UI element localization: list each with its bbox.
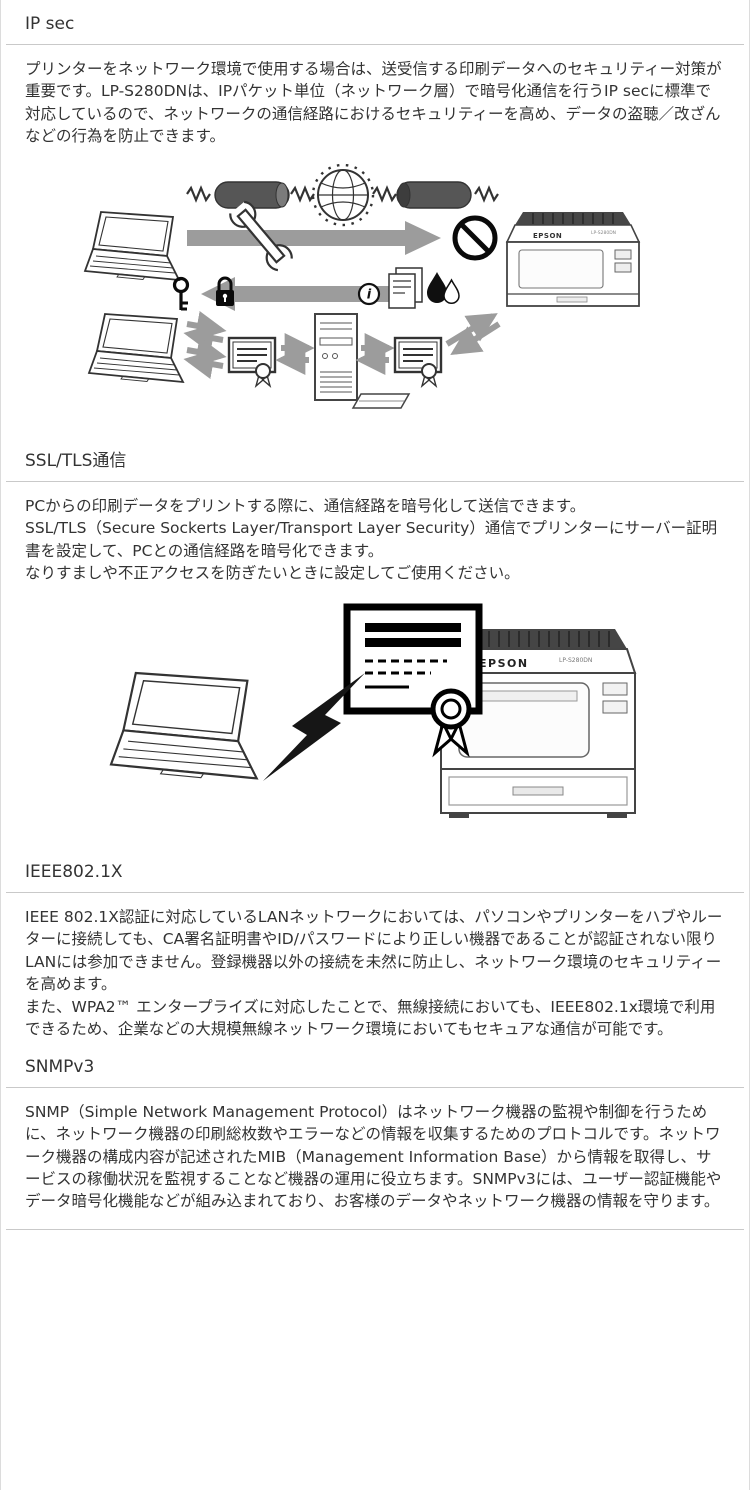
printer-brand-label: EPSON [479, 657, 529, 670]
section-body: PCからの印刷データをプリントする際に、通信経路を暗号化して送信できます。 SS… [25, 495, 725, 585]
section-heading: SSL/TLS通信 [25, 450, 127, 471]
lightning-icon [263, 672, 365, 781]
ipsec-diagram-svg: EPSON LP-S280DN [84, 163, 641, 409]
signal-squiggle-icon [185, 186, 212, 201]
info-icon: i [357, 282, 381, 305]
section-ipsec: IP sec プリンターをネットワーク環境で使用する場合は、送受信する印刷データ… [1, 14, 749, 420]
section-body: SNMP（Simple Network Management Protocol）… [25, 1101, 725, 1213]
signal-squiggle-icon [371, 186, 398, 201]
ipsec-diagram: EPSON LP-S280DN [1, 163, 749, 420]
section-heading: SNMPv3 [25, 1056, 95, 1077]
exchange-arrow [186, 310, 227, 341]
secure-return-arrow [201, 276, 407, 311]
printer-brand-label: EPSON [533, 232, 562, 240]
exchange-arrow [183, 323, 224, 353]
exchange-arrow [183, 349, 224, 379]
divider [6, 1086, 744, 1088]
section-body: プリンターをネットワーク環境で使用する場合は、送受信する印刷データへのセキュリテ… [25, 58, 725, 148]
section-ieee8021x: IEEE802.1X IEEE 802.1X認証に対応しているLANネットワーク… [1, 862, 749, 1041]
laptop-icon [88, 312, 184, 383]
server-icon [314, 312, 358, 401]
documents-icon [388, 267, 423, 309]
paragraph: SNMP（Simple Network Management Protocol）… [25, 1102, 722, 1211]
laptop-icon [84, 210, 180, 281]
encrypted-tunnel-icon [396, 181, 472, 209]
ink-drops-icon [427, 271, 460, 304]
internet-globe-icon [311, 163, 375, 227]
paragraph: また、WPA2™ エンタープライズに対応したことで、無線接続においても、IEEE… [25, 997, 716, 1039]
prohibition-icon [452, 215, 498, 261]
printer-model-label: LP-S280DN [591, 230, 616, 236]
section-heading: IEEE802.1X [25, 861, 123, 882]
exchange-arrow [450, 321, 501, 355]
signal-squiggle-icon [473, 186, 500, 201]
printer-illustration: EPSON LP-S280DN [505, 211, 641, 307]
section-heading: IP sec [25, 14, 75, 34]
paragraph: PCからの印刷データをプリントする際に、通信経路を暗号化して送信できます。 [25, 496, 586, 515]
key-icon [172, 276, 190, 311]
section-snmpv3: SNMPv3 SNMP（Simple Network Management Pr… [1, 1057, 749, 1213]
paragraph: SSL/TLS（Secure Sockerts Layer/Transport … [25, 519, 718, 560]
printer-model-label: LP-S280DN [559, 657, 592, 664]
encrypted-tunnel-icon [214, 181, 290, 209]
wrench-icon [229, 200, 293, 272]
certificate-illustration [343, 603, 483, 758]
lock-icon [216, 276, 234, 306]
section-body: IEEE 802.1X認証に対応しているLANネットワークにおいては、パソコンや… [25, 906, 725, 1041]
info-icon-glyph: i [367, 287, 372, 302]
section-ssl-tls: SSL/TLS通信 PCからの印刷データをプリントする際に、通信経路を暗号化して… [1, 446, 749, 836]
certificate-icon [393, 336, 443, 388]
ssl-tls-illustration: EPSON LP-S280DN [1, 601, 749, 836]
paragraph: プリンターをネットワーク環境で使用する場合は、送受信する印刷データへのセキュリテ… [25, 60, 722, 146]
signal-squiggle-icon [289, 186, 316, 201]
divider [6, 891, 744, 893]
ssl-tls-illustration-svg: EPSON LP-S280DN [109, 603, 637, 818]
network-switch-icon [351, 393, 411, 409]
paragraph: IEEE 802.1X認証に対応しているLANネットワークにおいては、パソコンや… [25, 907, 723, 994]
divider [6, 1228, 744, 1230]
data-flow-arrow [187, 220, 441, 255]
certificate-icon [227, 336, 277, 388]
ribbon-icon [449, 718, 470, 758]
ribbon-icon [432, 718, 453, 758]
exchange-arrow [186, 336, 227, 367]
divider [6, 480, 744, 482]
paragraph: なりすましや不正アクセスを防ぎたいときに設定してご使用ください。 [25, 564, 520, 583]
laptop-icon [109, 671, 259, 780]
divider [6, 44, 744, 45]
